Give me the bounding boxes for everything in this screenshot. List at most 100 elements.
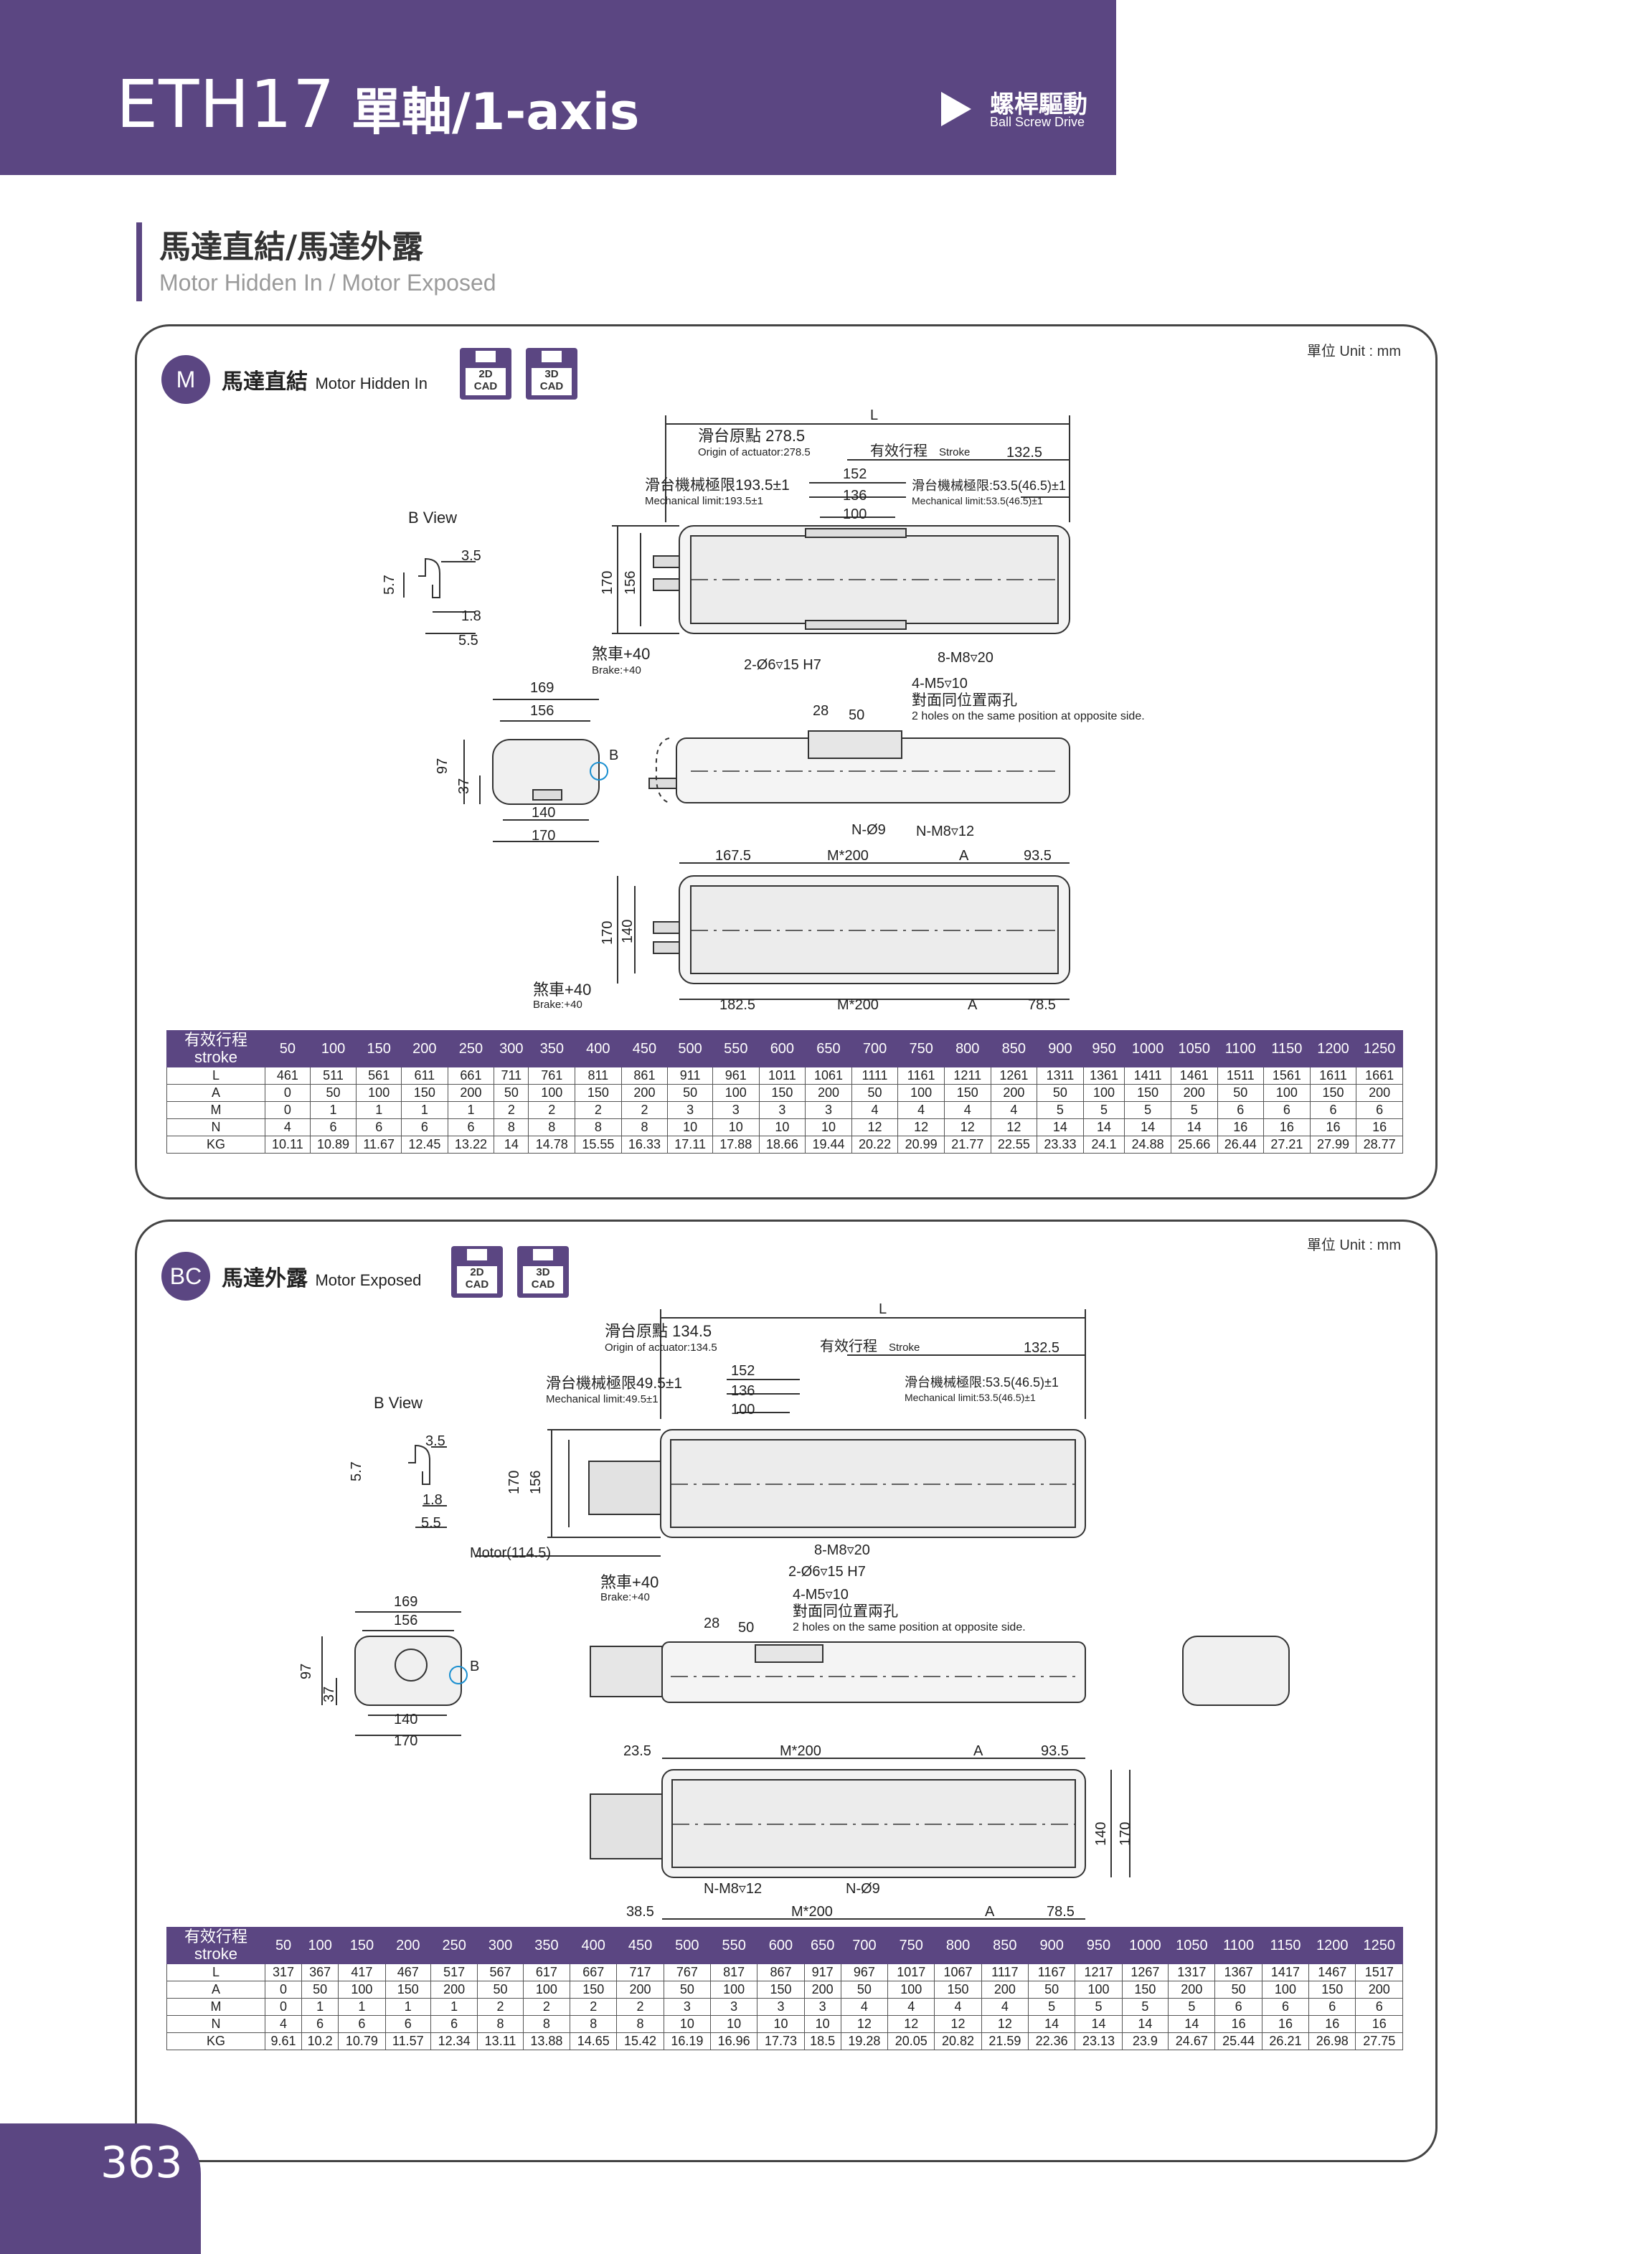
stroke-header-cell: 100 (301, 1927, 339, 1964)
table-cell: 22.36 (1027, 2032, 1076, 2050)
cad-2d-download-icon[interactable]: 2D CAD (460, 348, 511, 400)
table-cell: 20.99 (897, 1136, 945, 1154)
table-cell: 3 (667, 1101, 713, 1119)
play-triangle-icon (941, 92, 971, 126)
dim-a-bottom: A (985, 1904, 995, 1920)
row-label: KG (166, 1136, 265, 1154)
table-cell: 1 (384, 1998, 432, 2016)
table-cell: 367 (301, 1963, 339, 1981)
dim-140-end: 140 (532, 805, 555, 821)
table-cell: 14 (1075, 2015, 1123, 2033)
table-cell: 50 (1214, 1981, 1262, 1999)
cad-3d-download-icon[interactable]: 3D CAD (526, 348, 577, 400)
stroke-header-cell: 500 (663, 1927, 712, 1964)
cad-2d-download-icon[interactable]: 2D CAD (451, 1246, 503, 1298)
drive-type-en: Ball Screw Drive (990, 115, 1085, 129)
dim-169: 169 (394, 1594, 417, 1610)
origin-en: Origin of actuator:278.5 (698, 446, 811, 458)
table-cell: 200 (805, 1084, 852, 1102)
table-cell: 6 (384, 2015, 432, 2033)
table-cell: 611 (401, 1067, 448, 1085)
stroke-header-cell: 450 (616, 1927, 664, 1964)
table-cell: 24.67 (1168, 2032, 1216, 2050)
panel-name: 馬達外露 Motor Exposed (222, 1260, 421, 1292)
brake-zh-bottom: 煞車+40 (533, 981, 591, 999)
row-label: M (166, 1998, 265, 2016)
table-cell: 1561 (1263, 1067, 1311, 1085)
table-cell: 10 (803, 2015, 841, 2033)
table-cell: 100 (897, 1084, 945, 1102)
table-cell: 150 (934, 1981, 982, 1999)
table-cell: 961 (712, 1067, 760, 1085)
dim-L: L (870, 407, 878, 423)
table-cell: 24.88 (1124, 1136, 1171, 1154)
table-cell: 4 (897, 1101, 945, 1119)
table-cell: 150 (401, 1084, 448, 1102)
table-cell: 3 (709, 1998, 758, 2016)
table-cell: 1167 (1027, 1963, 1076, 1981)
tap-m8-spec: 8-M8▿20 (938, 650, 993, 666)
stroke-header-cell: 1250 (1355, 1927, 1403, 1964)
b-marker: B (609, 748, 618, 763)
table-cell: 17.11 (667, 1136, 713, 1154)
table-cell: 1067 (934, 1963, 982, 1981)
table-cell: 6 (430, 2015, 478, 2033)
table-cell: 25.44 (1214, 2032, 1262, 2050)
table-cell: 200 (981, 1981, 1029, 1999)
dim-170-end: 170 (532, 828, 555, 844)
table-cell: 14 (1037, 1118, 1084, 1136)
table-cell: 5 (1170, 1101, 1218, 1119)
table-cell: 14.65 (570, 2032, 618, 2050)
table-cell: 0 (265, 1084, 311, 1102)
table-cell: 6 (1217, 1101, 1265, 1119)
row-label: N (166, 2015, 265, 2033)
dim-a-bottom: A (968, 997, 978, 1013)
table-cell: 14 (1082, 1118, 1125, 1136)
table-cell: 861 (620, 1067, 669, 1085)
table-cell: 10.2 (301, 2032, 339, 2050)
table-cell: 4 (851, 1101, 899, 1119)
row-label: L (166, 1067, 265, 1085)
dim-152: 152 (731, 1363, 755, 1379)
table-cell: 667 (570, 1963, 618, 1981)
cad-3d-download-icon[interactable]: 3D CAD (517, 1246, 569, 1298)
stroke-header-cell: 600 (757, 1927, 805, 1964)
table-cell: 100 (528, 1084, 576, 1102)
panel-name-zh: 馬達直結 (222, 369, 308, 395)
table-cell: 50 (667, 1084, 713, 1102)
table-cell: 50 (663, 1981, 712, 1999)
dim-140-bottom: 140 (1093, 1822, 1109, 1846)
page-number-band (0, 2123, 201, 2254)
table-cell: 1261 (990, 1067, 1038, 1085)
table-cell: 200 (620, 1084, 669, 1102)
table-cell: 6 (1261, 1998, 1310, 2016)
table-cell: 8 (570, 2015, 618, 2033)
table-cell: 4 (265, 1118, 311, 1136)
dim-50: 50 (849, 707, 864, 723)
stroke-header-cell: 250 (430, 1927, 478, 1964)
dim-93-5: 93.5 (1024, 848, 1052, 864)
table-cell: 1017 (887, 1963, 935, 1981)
table-cell: 26.44 (1217, 1136, 1265, 1154)
table-cell: 1 (301, 1998, 339, 2016)
dim-37: 37 (456, 778, 472, 794)
table-cell: 14 (1027, 2015, 1076, 2033)
dim-3-5: 3.5 (425, 1433, 445, 1449)
stroke-en: Stroke (939, 446, 970, 458)
stroke-header-cell: 600 (758, 1030, 806, 1067)
table-cell: 1661 (1356, 1067, 1403, 1085)
table-cell: 3 (712, 1101, 760, 1119)
dim-156-end: 156 (394, 1613, 417, 1628)
table-cell: 867 (757, 1963, 805, 1981)
table-cell: 10.79 (338, 2032, 386, 2050)
unit-label: 單位 Unit : mm (1306, 1237, 1401, 1253)
panel-name-zh: 馬達外露 (222, 1266, 308, 1291)
tap-m8-spec: 8-M8▿20 (814, 1542, 870, 1558)
table-cell: 4 (264, 2015, 303, 2033)
table-cell: 14 (1121, 2015, 1169, 2033)
table-cell: 200 (430, 1981, 478, 1999)
